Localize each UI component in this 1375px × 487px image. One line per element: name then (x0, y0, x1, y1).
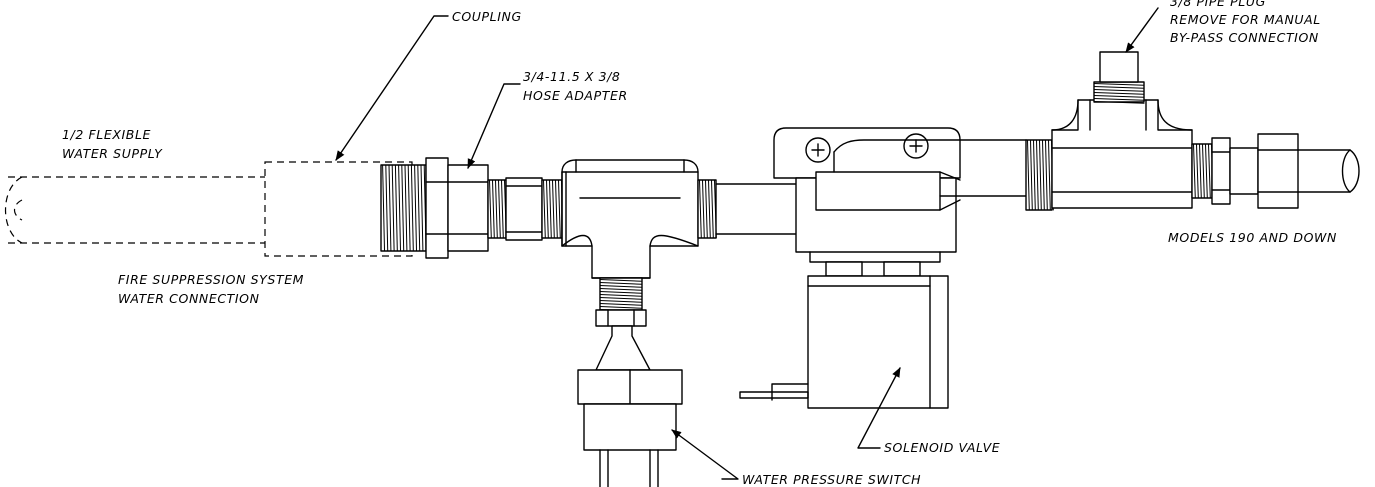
solenoid-coil (739, 275, 949, 409)
models-label: MODELS 190 AND DOWN (1168, 230, 1337, 245)
solenoid-valve-label: SOLENOID VALVE (884, 440, 1000, 455)
pipe-plug (1093, 51, 1145, 104)
hose-adapter (425, 157, 489, 259)
adapter-thread (487, 177, 564, 241)
coupling-outline (264, 161, 413, 257)
coupling-label: COUPLING (452, 9, 522, 24)
center-tee-fitting (561, 159, 699, 279)
tee-right-thread (697, 179, 717, 239)
leader-pipe-plug (1125, 7, 1159, 53)
pipe-plug-label-line1: 3/8 PIPE PLUG (1170, 0, 1266, 9)
hose-adapter-label-line1: 3/4-11.5 X 3/8 (523, 69, 621, 84)
pipe-plug-label-line2: REMOVE FOR MANUAL (1170, 12, 1321, 27)
coupling-thread (380, 164, 427, 252)
pressure-switch-label: WATER PRESSURE SWITCH (742, 472, 921, 487)
leader-pressure-switch (671, 429, 739, 480)
flexible-water-supply-hose (4, 176, 265, 244)
leader-hose-adapter (467, 83, 521, 169)
leader-solenoid (857, 367, 901, 449)
fire-suppression-label-line2: WATER CONNECTION (118, 291, 260, 306)
tee-bottom-thread (599, 277, 643, 312)
flexible-supply-label-line1: 1/2 FLEXIBLE (62, 127, 151, 142)
flexible-supply-label-line2: WATER SUPPLY (62, 146, 163, 161)
right-tee-fitting (1051, 99, 1193, 209)
right-outlet-fittings (1191, 133, 1360, 209)
right-thread-into-tee (1025, 139, 1054, 211)
fire-suppression-label-line1: FIRE SUPPRESSION SYSTEM (118, 272, 304, 287)
pipe-plug-label-line3: BY-PASS CONNECTION (1170, 30, 1319, 45)
solenoid-valve-body (773, 127, 1027, 277)
leader-coupling (335, 15, 449, 161)
hose-adapter-label-line2: HOSE ADAPTER (523, 88, 628, 103)
water-pressure-switch (577, 309, 683, 487)
